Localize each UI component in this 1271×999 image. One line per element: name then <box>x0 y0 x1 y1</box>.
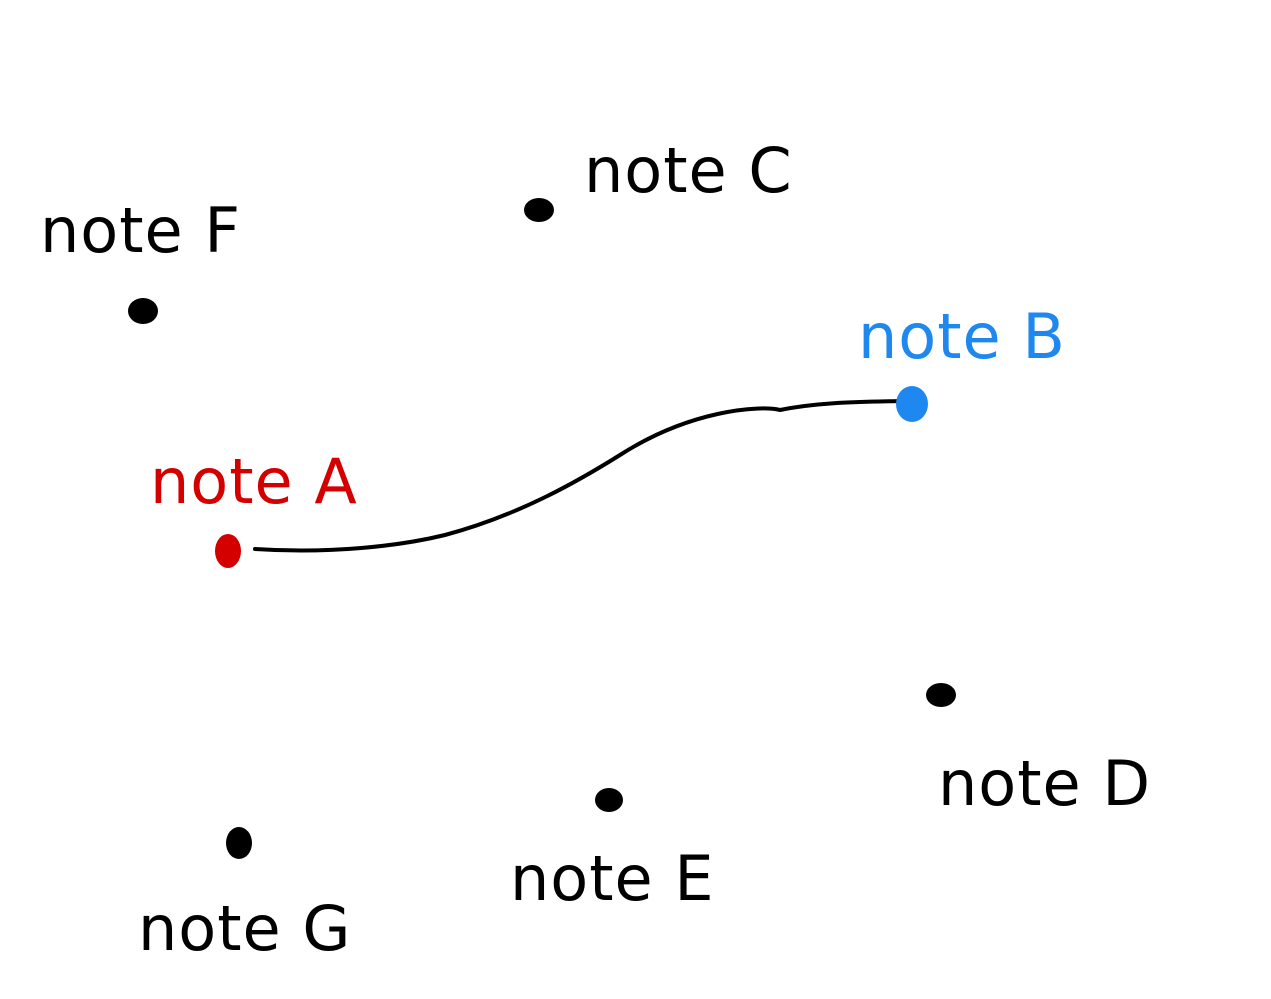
note-c[interactable]: note C <box>524 134 793 222</box>
note-a-label: note A <box>150 445 358 518</box>
note-f-dot[interactable] <box>128 298 158 324</box>
link-note-a-to-note-b <box>253 399 904 553</box>
note-b-dot[interactable] <box>896 386 928 422</box>
note-b-label: note B <box>858 300 1066 373</box>
note-f[interactable]: note F <box>40 194 241 324</box>
note-g-dot[interactable] <box>226 827 252 859</box>
note-f-label: note F <box>40 194 241 267</box>
note-b[interactable]: note B <box>858 300 1066 422</box>
note-e-label: note E <box>510 842 715 915</box>
note-d-dot[interactable] <box>926 683 956 707</box>
note-e-dot[interactable] <box>595 788 623 812</box>
note-a-dot[interactable] <box>215 534 241 568</box>
note-c-dot[interactable] <box>524 198 554 222</box>
note-e[interactable]: note E <box>510 788 715 915</box>
note-g[interactable]: note G <box>138 827 351 965</box>
note-d-label: note D <box>938 747 1151 820</box>
note-c-label: note C <box>584 134 793 207</box>
note-d[interactable]: note D <box>926 683 1151 820</box>
note-a[interactable]: note A <box>150 445 358 568</box>
note-g-label: note G <box>138 892 351 965</box>
